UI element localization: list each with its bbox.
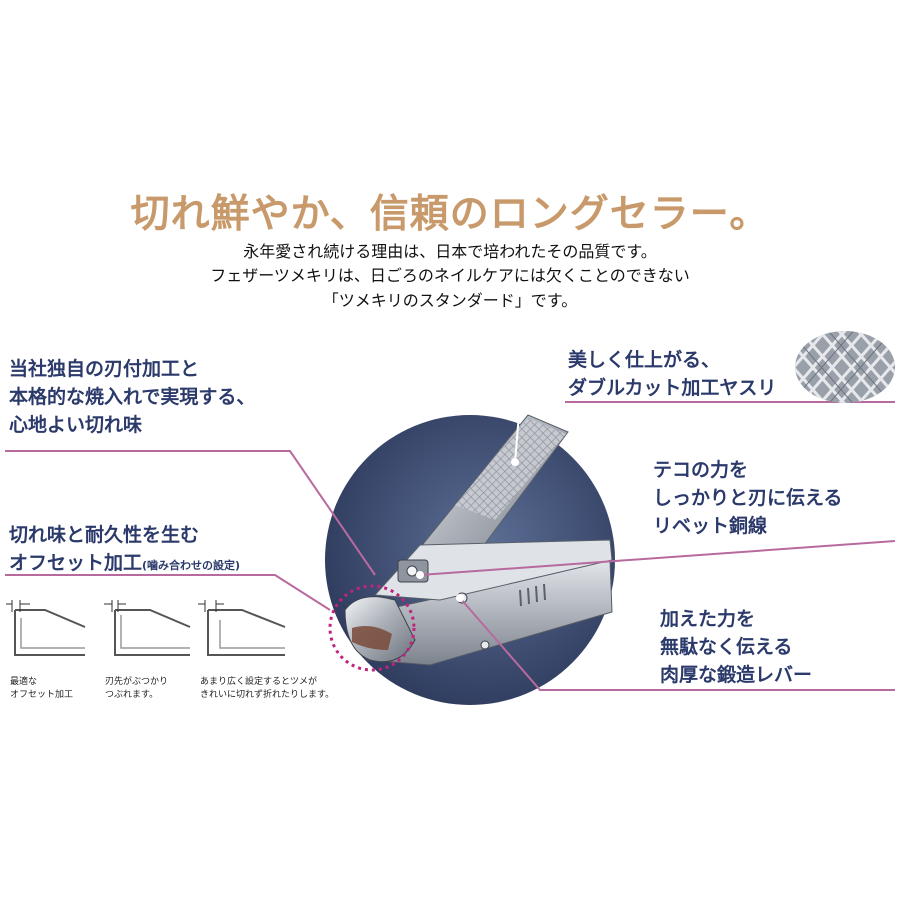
caption-wide: あまり広く設定するとツメが きれいに切れず折れたりします。 <box>200 676 334 702</box>
nail-clipper-illustration <box>344 414 613 666</box>
feature-offset: 切れ味と耐久性を生む オフセット加工(噛み合わせの設定) <box>9 521 240 580</box>
feature-lever: 加えた力を 無駄なく伝える 肉厚な鍛造レバー <box>660 605 812 689</box>
caption-collide: 刃先がぶつかり つぶれます。 <box>105 676 168 702</box>
caption-line: つぶれます。 <box>105 690 159 700</box>
caption-optimal: 最適な オフセット加工 <box>10 676 73 702</box>
feature-rivet-line: テコの力を <box>653 459 749 481</box>
feature-file-line: 美しく仕上がる、 <box>568 349 721 371</box>
leader-offset <box>5 574 331 611</box>
double-cut-file-closeup <box>795 331 895 403</box>
feature-offset-line: 切れ味と耐久性を生む <box>9 524 200 546</box>
caption-line: あまり広く設定するとツメが <box>200 677 318 687</box>
leader-sharpness <box>5 450 376 576</box>
feature-rivet-line: リベット銅線 <box>653 515 768 537</box>
feature-sharpness-line: 本格的な焼入れで実現する、 <box>9 386 256 408</box>
offset-highlight-circle <box>328 584 416 672</box>
offset-diagrams <box>6 600 286 656</box>
leader-dot-lever <box>456 594 464 602</box>
intro-line-3: 「ツメキリのスタンダード」です。 <box>322 291 578 310</box>
feature-file-line: ダブルカット加工ヤスリ <box>568 377 777 399</box>
caption-line: 最適な <box>10 677 38 687</box>
feature-sharpness-line: 当社独自の刃付加工と <box>9 358 200 380</box>
caption-line: きれいに切れず折れたりします。 <box>200 690 335 700</box>
caption-line: 刃先がぶつかり <box>105 677 169 687</box>
offset-diagram-wide <box>198 600 286 656</box>
feature-lever-line: 無駄なく伝える <box>660 636 793 658</box>
intro-line-1: 永年愛され続ける理由は、日本で培われたその品質です。 <box>243 242 657 261</box>
feature-offset-line: オフセット加工(噛み合わせの設定) <box>9 549 240 580</box>
leader-file-pointer <box>514 401 521 463</box>
intro-line-2: フェザーツメキリは、日ごろのネイルケアには欠くことのできない <box>210 266 690 285</box>
feature-rivet-line: しっかりと刃に伝える <box>653 487 843 509</box>
caption-line: オフセット加工 <box>10 690 74 700</box>
feature-rivet: テコの力を しっかりと刃に伝える リベット銅線 <box>653 456 842 540</box>
leader-lever <box>459 597 895 691</box>
leader-rivet <box>419 540 896 576</box>
leader-dot-file <box>511 458 519 466</box>
feature-offset-title: オフセット加工 <box>9 552 143 574</box>
feature-lever-line: 加えた力を <box>660 608 756 630</box>
headline: 切れ鮮やか、信頼のロングセラー。 <box>130 192 770 237</box>
leader-dot-rivet <box>416 571 424 579</box>
feature-sharpness: 当社独自の刃付加工と 本格的な焼入れで実現する、 心地よい切れ味 <box>9 355 255 439</box>
feature-sharpness-line: 心地よい切れ味 <box>9 414 143 436</box>
feature-file: 美しく仕上がる、 ダブルカット加工ヤスリ <box>568 346 776 402</box>
offset-diagram-collide <box>104 600 191 656</box>
feature-lever-line: 肉厚な鍛造レバー <box>660 664 813 686</box>
offset-diagram-optimal <box>6 600 86 656</box>
feature-offset-note: (噛み合わせの設定) <box>142 559 241 572</box>
